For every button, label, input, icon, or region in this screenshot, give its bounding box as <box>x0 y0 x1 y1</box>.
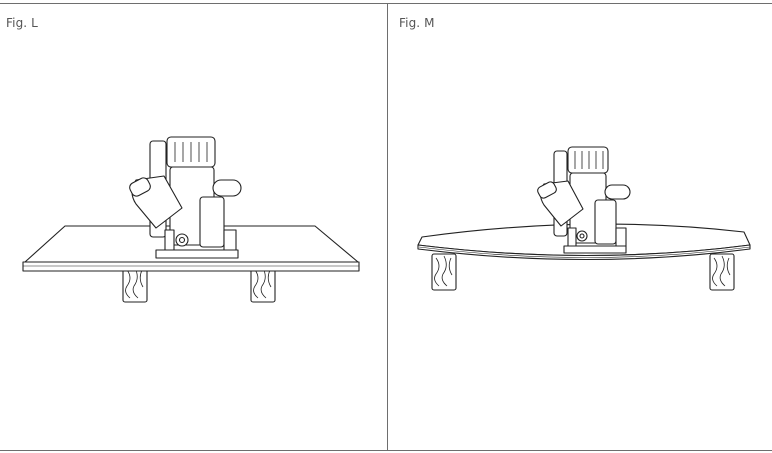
top-rule <box>0 3 772 4</box>
circular-saw <box>129 136 242 259</box>
panel-divider <box>387 3 388 451</box>
figure-m-label: Fig. M <box>399 16 435 30</box>
figure-l-label: Fig. L <box>6 16 38 30</box>
figure-m-illustration <box>417 146 751 291</box>
left-support-block <box>122 265 148 303</box>
left-support-block <box>431 253 457 291</box>
figure-l-illustration <box>22 136 360 303</box>
figure-m-panel: Fig. M <box>388 4 772 450</box>
bottom-rule <box>0 450 772 451</box>
figure-l-panel: Fig. L <box>0 4 387 450</box>
right-support-block <box>709 253 735 291</box>
circular-saw <box>537 146 631 254</box>
right-support-block <box>250 265 276 303</box>
